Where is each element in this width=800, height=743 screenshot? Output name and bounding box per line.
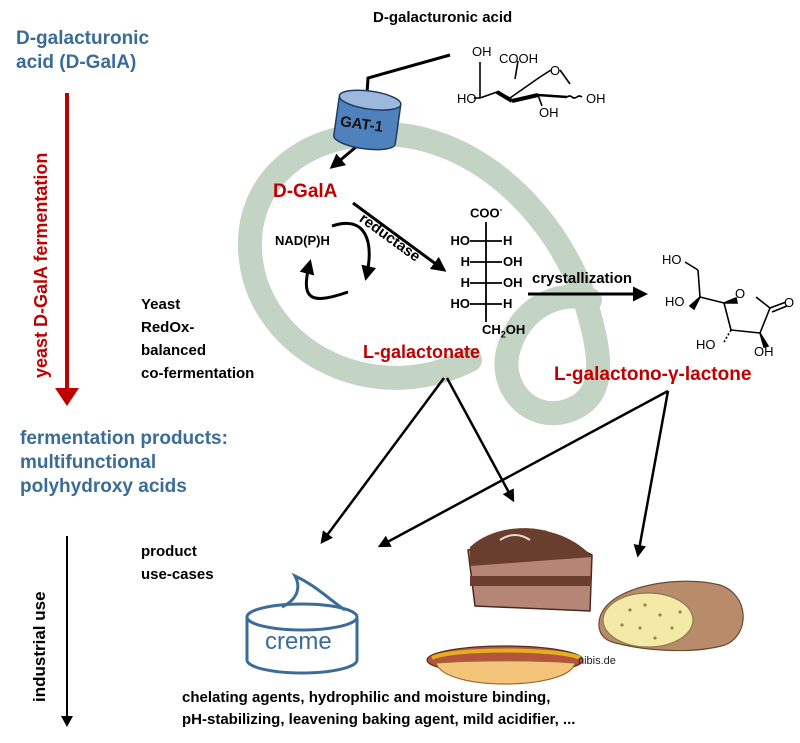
summary-line: pH-stabilizing, leavening baking agent, …: [182, 711, 576, 728]
crystallization-label: crystallization: [532, 270, 633, 287]
products-line2: multifunctional: [20, 452, 157, 473]
fischer-top-text: COO: [470, 205, 500, 221]
reductase-arrow: [352, 201, 447, 272]
subscript: 2: [500, 329, 506, 340]
hotdog-image: [426, 645, 584, 685]
usecases-line: product: [141, 543, 197, 560]
fischer-bottom-a: CH: [482, 322, 501, 337]
creme-label: creme: [265, 628, 332, 655]
galactonate-text: -galactonate: [374, 342, 481, 362]
group-label: HO: [665, 294, 685, 309]
fischer-projection-lines: [470, 222, 502, 322]
fischer-right: OH: [503, 254, 523, 269]
group-label: HO: [662, 252, 682, 267]
title-line2-b: -GalA): [79, 52, 137, 73]
label-part: -GalA fermentation: [31, 152, 51, 314]
usecases-summary: chelating agents, hydrophilic and moistu…: [182, 687, 575, 731]
usecases-line: use-cases: [141, 566, 214, 583]
products-line1: fermentation products:: [20, 428, 228, 449]
galA-intermediate-label: D-GalA: [273, 181, 337, 203]
gat1-transporter-icon: [333, 89, 402, 151]
group-label: O: [550, 63, 561, 78]
group-label: OH: [472, 44, 492, 59]
product-arrows: [320, 377, 670, 558]
galactonolactone-label: L-galactono-γ-lactone: [554, 364, 751, 386]
stereo-prefix: D: [16, 28, 30, 49]
group-label: HO: [457, 91, 477, 106]
stereo-prefix: L: [554, 364, 566, 385]
galactonolactone-structure: [684, 261, 788, 348]
transport-arrow: [329, 145, 357, 169]
products-line3: polyhydroxy acids: [20, 476, 187, 497]
galactonolactone-text: -galactono-γ-lactone: [565, 364, 752, 385]
substrate-label: D-galacturonic acid: [373, 9, 512, 26]
cofactor-cycle-arrow-left: [299, 259, 349, 300]
usecases-label: product use-cases: [141, 540, 214, 586]
group-label: OH: [539, 105, 559, 120]
creme-jar-image: [245, 572, 359, 675]
group-label: O: [784, 295, 795, 310]
fischer-left: HO: [450, 233, 471, 248]
label-part: yeast: [31, 326, 51, 378]
stereo-prefix: D: [273, 181, 287, 202]
industrial-use-arrow: [61, 536, 73, 727]
fermentation-arrow: [55, 93, 79, 406]
fermentation-arrow-label: yeast D-GalA fermentation: [31, 153, 52, 378]
fischer-left: HO: [450, 296, 471, 311]
charge-sup: -: [499, 205, 503, 214]
group-label: OH: [586, 91, 606, 106]
redox-line: balanced: [141, 342, 207, 359]
galactonate-label: L-galactonate: [363, 342, 480, 363]
summary-line: chelating agents, hydrophilic and moistu…: [182, 689, 551, 706]
stereo-prefix: D: [31, 313, 51, 327]
cake-image: [467, 528, 593, 612]
redox-line: co-fermentation: [141, 365, 255, 382]
substrate-label-text: -galacturonic acid: [383, 9, 513, 26]
cell-loop-shape: [238, 122, 611, 426]
intermediate-text: -GalA: [286, 181, 338, 202]
redox-line: Yeast: [141, 296, 181, 313]
group-label: OH: [754, 344, 774, 359]
stereo-prefix: L: [363, 342, 374, 362]
fischer-bottom-b: OH: [505, 322, 526, 337]
title-line2-a: acid (: [16, 52, 66, 73]
group-label: COOH: [499, 51, 538, 66]
image-credit: nibis.de: [578, 655, 616, 667]
redox-note: Yeast RedOx- balanced co-fermentation: [141, 293, 254, 385]
cofactor-label: NAD(P)H: [275, 233, 330, 248]
fischer-right: H: [503, 296, 513, 311]
fischer-right: OH: [503, 275, 523, 290]
group-label: O: [735, 286, 746, 301]
fischer-bottom: CH2OH: [482, 322, 525, 340]
title-line1: -galacturonic: [29, 28, 150, 49]
fischer-right: H: [503, 233, 513, 248]
industrial-use-label: industrial use: [30, 591, 49, 702]
redox-line: RedOx-: [141, 319, 195, 336]
fischer-top: COO-: [470, 205, 502, 220]
group-label: HO: [696, 337, 716, 352]
products-heading: fermentation products: multifunctional p…: [20, 427, 228, 499]
galacturonic-acid-structure: [474, 60, 583, 107]
stereo-prefix: D: [373, 9, 384, 26]
bread-image: [598, 580, 744, 652]
stereo-prefix: D: [65, 52, 80, 73]
fischer-left: H: [460, 275, 470, 290]
substrate-title: D-galacturonic acid (D-GalA): [16, 27, 149, 75]
cofactor-cycle-arrow-right: [331, 221, 377, 281]
fischer-left: H: [460, 254, 470, 269]
